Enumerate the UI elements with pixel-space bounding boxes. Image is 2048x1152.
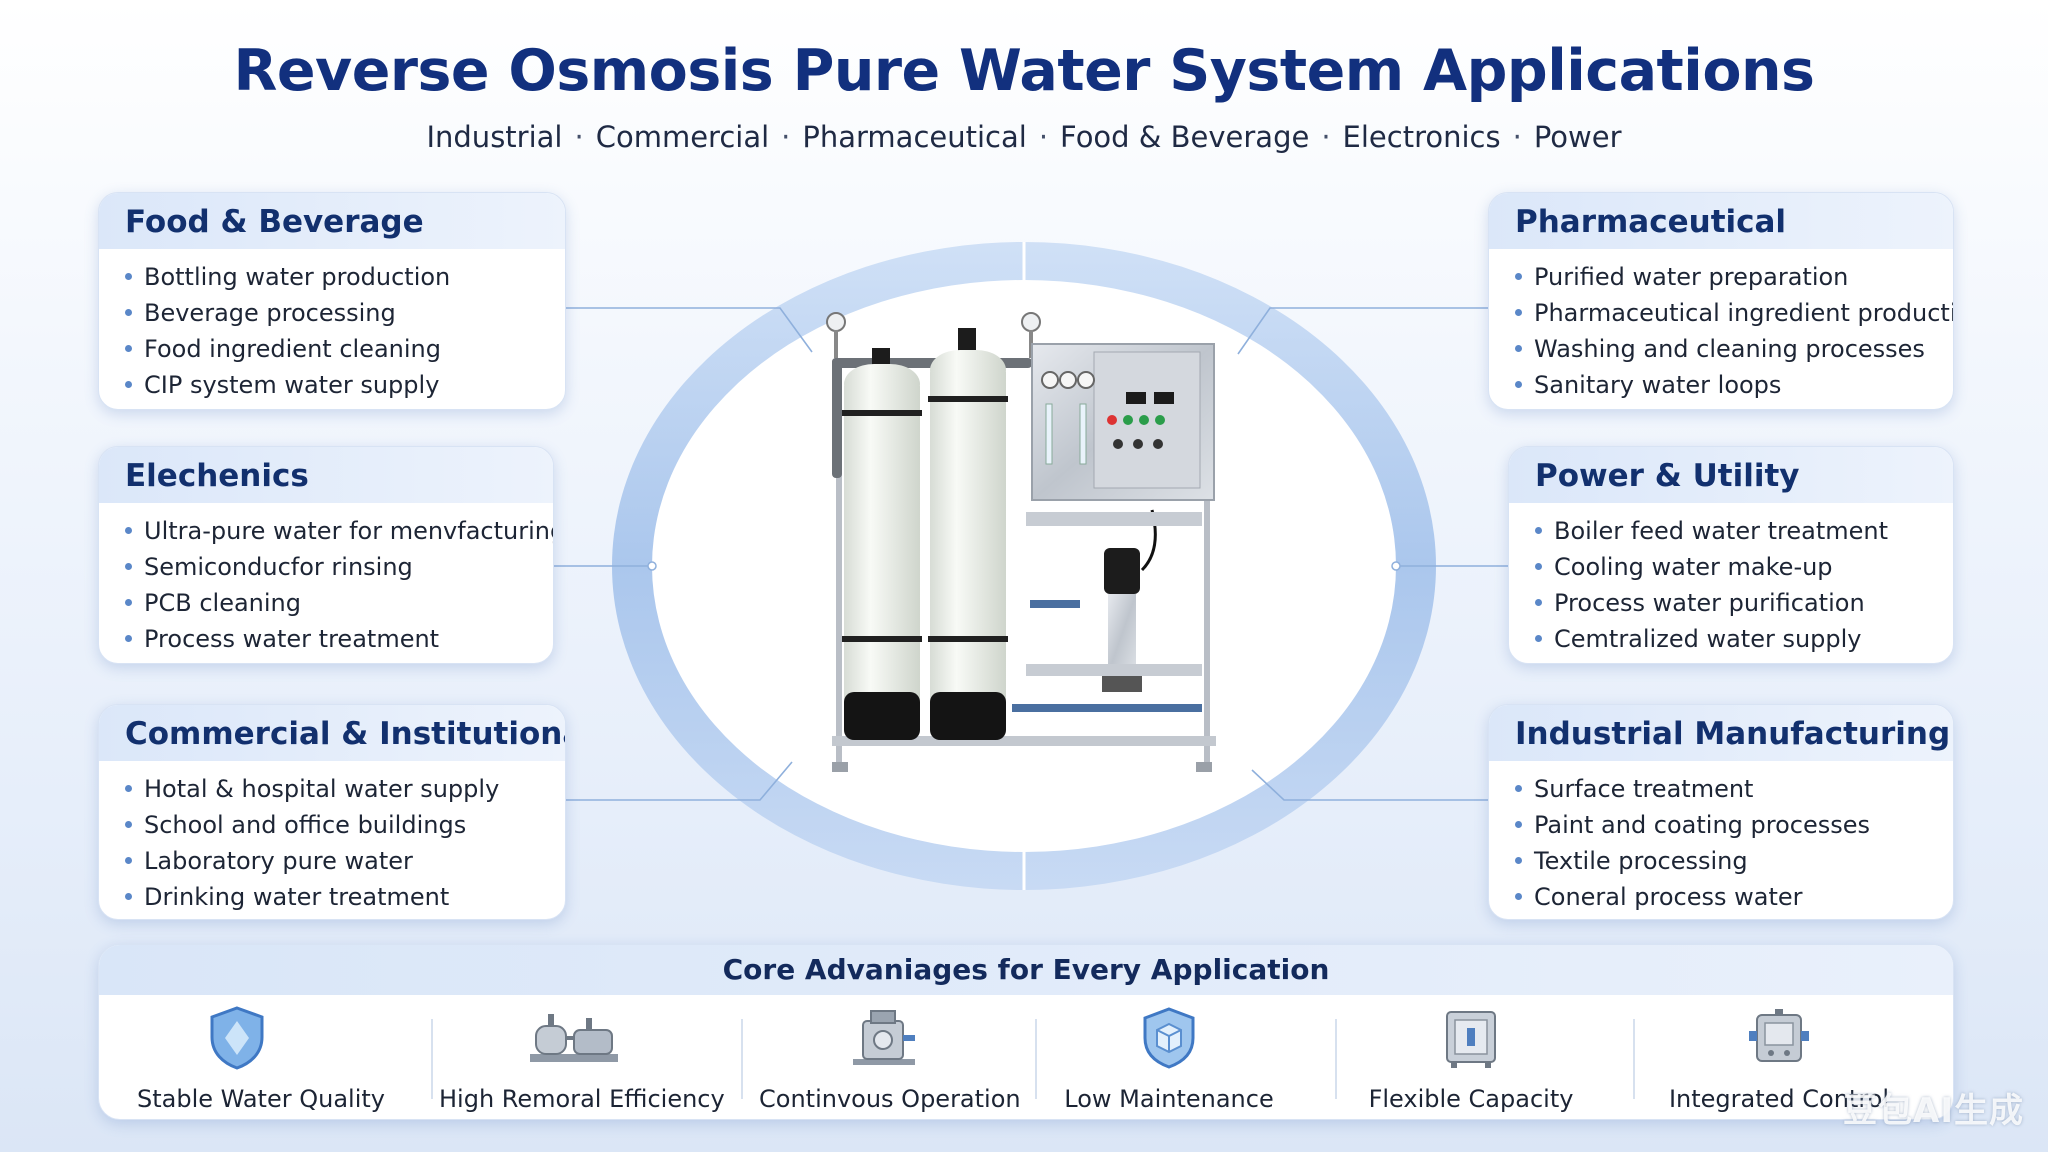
advantage-divider (741, 1019, 743, 1099)
advantage-high-removal-efficiency: High Remoral Efficiency (439, 1003, 725, 1113)
list-item: Laboratory pure water (125, 843, 541, 879)
list-item: Sanitary water loops (1515, 367, 1929, 403)
card-food-beverage: Food & Beverage Bottling water productio… (98, 192, 566, 410)
advantage-label: High Remoral Efficiency (439, 1085, 725, 1113)
list-item: Paint and coating processes (1515, 807, 1929, 843)
list-item: Boiler feed water treatment (1535, 513, 1929, 549)
list-item: Purified water preparation (1515, 259, 1929, 295)
list-item: Food ingredient cleaning (125, 331, 541, 367)
card-item-list: Boiler feed water treatment Cooling wate… (1509, 503, 1953, 657)
advantage-label: Low Maintenance (1064, 1085, 1274, 1113)
machinery-icon (530, 1014, 618, 1062)
card-title: Industrial Manufacturing (1489, 705, 1953, 761)
page-title: Reverse Osmosis Pure Water System Applic… (233, 38, 1816, 104)
list-item: Hotal & hospital water supply (125, 771, 541, 807)
list-item: Drinking water treatment (125, 879, 541, 915)
list-item: Coneral process water (1515, 879, 1929, 915)
list-item: Ultra-pure water for menvfacturing (125, 513, 553, 549)
subtitle-separator: · (781, 120, 791, 154)
tank-icon (1446, 1011, 1496, 1068)
card-title: Pharmaceutical (1489, 193, 1953, 249)
advantage-continuous-operation: Continvous Operation (759, 1003, 1021, 1113)
advantages-title: Core Advaniages for Every Application (99, 945, 1953, 995)
card-electronics: Elechenics Ultra-pure water for menvfact… (98, 446, 554, 664)
card-item-list: Hotal & hospital water supply School and… (99, 761, 565, 915)
advantage-label: Stable Water Quality (137, 1085, 385, 1113)
card-item-list: Ultra-pure water for menvfacturing Semic… (99, 503, 553, 657)
advantage-flexible-capacity: Flexible Capacity (1361, 1003, 1581, 1113)
cube-shield-icon (1143, 1007, 1195, 1069)
shield-icon (210, 1006, 264, 1070)
pump-unit-icon (853, 1010, 915, 1065)
subtitle-separator: · (1038, 120, 1049, 154)
list-item: Cemtralized water supply (1535, 621, 1929, 657)
list-item: Cooling water make-up (1535, 549, 1929, 585)
advantage-label: Flexible Capacity (1368, 1085, 1574, 1113)
advantage-low-maintenance: Low Maintenance (1059, 1003, 1279, 1113)
core-advantages-panel: Core Advaniages for Every Application St… (98, 944, 1954, 1120)
card-title: Elechenics (99, 447, 553, 503)
subtitle-separator: · (574, 120, 584, 154)
subtitle-separator: · (1512, 120, 1522, 154)
list-item: Process water treatment (125, 621, 529, 657)
card-item-list: Purified water preparation Pharmaceutica… (1489, 249, 1953, 403)
list-item: Pharmaceutical ingredient production (1515, 295, 1953, 331)
list-item: Surface treatment (1515, 771, 1929, 807)
subtitle-item: Pharmaceutical (802, 120, 1027, 154)
advantage-stable-water-quality: Stable Water Quality (137, 1003, 385, 1113)
card-commercial-institutional: Commercial & Institutional Hotal & hospi… (98, 704, 566, 920)
subtitle-item: Industrial (426, 120, 563, 154)
advantage-divider (431, 1019, 433, 1099)
list-item: Washing and cleaning processes (1515, 331, 1929, 367)
list-item: Bottling water production (125, 259, 541, 295)
subtitle-separator: · (1321, 120, 1331, 154)
card-title: Commercial & Institutional (99, 705, 565, 761)
subtitle-item: Food & Beverage (1060, 120, 1310, 154)
list-item: Beverage processing (125, 295, 541, 331)
card-title: Food & Beverage (99, 193, 565, 249)
list-item: School and office buildings (125, 807, 541, 843)
control-cabinet-icon (1749, 1009, 1809, 1062)
advantage-label: Integrated Control (1668, 1085, 1890, 1113)
card-item-list: Bottling water production Beverage proce… (99, 249, 565, 403)
card-power-utility: Power & Utility Boiler feed water treatm… (1508, 446, 1954, 664)
subtitle-item: Electronics (1342, 120, 1501, 154)
advantage-divider (1335, 1019, 1337, 1099)
list-item: Textile processing (1515, 843, 1929, 879)
subtitle-item: Power (1533, 120, 1622, 154)
subtitle-categories: Industrial · Commercial · Pharmaceutical · Foo… (0, 120, 2048, 154)
card-title: Power & Utility (1509, 447, 1953, 503)
list-item: CIP system water supply (125, 367, 541, 403)
list-item: Process water purification (1535, 585, 1929, 621)
ro-system-machine-image (826, 312, 1216, 772)
card-item-list: Surface treatment Paint and coating proc… (1489, 761, 1953, 915)
ai-watermark: 豆包AI生成 (1843, 1091, 2024, 1131)
advantage-divider (1633, 1019, 1635, 1099)
list-item: Semiconducfor rinsing (125, 549, 529, 585)
advantage-label: Continvous Operation (759, 1085, 1021, 1113)
advantage-divider (1035, 1019, 1037, 1099)
advantage-integrated-control: Integrated Control (1659, 1003, 1899, 1113)
list-item: PCB cleaning (125, 585, 529, 621)
card-industrial-manufacturing: Industrial Manufacturing Surface treatme… (1488, 704, 1954, 920)
card-pharmaceutical: Pharmaceutical Purified water preparatio… (1488, 192, 1954, 410)
subtitle-item: Commercial (595, 120, 770, 154)
